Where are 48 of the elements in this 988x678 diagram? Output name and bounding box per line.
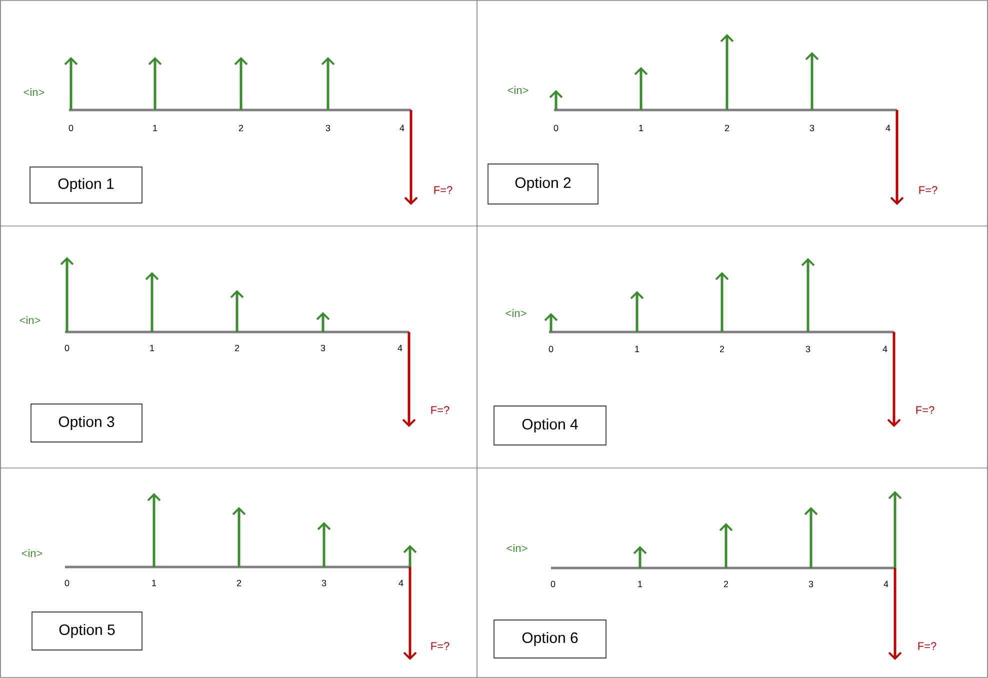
flow-label: <in> bbox=[20, 316, 40, 324]
tick-label: 4 bbox=[886, 124, 890, 132]
future-value-label: F=? bbox=[916, 406, 934, 414]
future-value-label: F=? bbox=[431, 406, 450, 414]
tick-label: 0 bbox=[68, 124, 74, 132]
flow-label: <in> bbox=[506, 309, 526, 317]
tick-label: 3 bbox=[322, 580, 326, 586]
tick-label: 2 bbox=[236, 580, 242, 586]
flow-label: <in> bbox=[24, 88, 44, 96]
tick-label: 4 bbox=[884, 580, 888, 588]
tick-label: 3 bbox=[808, 580, 814, 588]
option-box: Option 4 bbox=[494, 406, 606, 446]
future-value-label: F=? bbox=[919, 186, 938, 194]
option-box: Option 2 bbox=[488, 164, 598, 204]
tick-label: 3 bbox=[806, 346, 810, 352]
tick-label: 1 bbox=[638, 580, 642, 588]
tick-label: 0 bbox=[64, 580, 70, 586]
tick-label: 3 bbox=[810, 124, 814, 132]
tick-label: 3 bbox=[326, 124, 330, 132]
tick-label: 3 bbox=[320, 344, 326, 352]
tick-label: 1 bbox=[153, 124, 158, 132]
tick-label: 4 bbox=[398, 580, 404, 586]
tick-label: 4 bbox=[400, 124, 404, 132]
future-value-label: F=? bbox=[918, 642, 936, 650]
tick-label: 2 bbox=[724, 124, 730, 132]
future-value-label: F=? bbox=[431, 642, 450, 650]
tick-label: 0 bbox=[64, 344, 70, 352]
future-value-label: F=? bbox=[434, 186, 452, 194]
tick-label: 0 bbox=[554, 124, 558, 132]
tick-label: 1 bbox=[639, 124, 644, 132]
tick-label: 0 bbox=[550, 580, 556, 588]
tick-label: 1 bbox=[152, 580, 156, 586]
option-box: Option 1 bbox=[30, 166, 142, 204]
option-box: Option 6 bbox=[494, 620, 606, 658]
tick-label: 0 bbox=[548, 346, 554, 352]
tick-label: 1 bbox=[150, 344, 154, 352]
flow-label: <in> bbox=[506, 544, 528, 552]
tick-label: 4 bbox=[882, 346, 888, 352]
option-box: Option 5 bbox=[32, 612, 142, 650]
option-box: Option 3 bbox=[30, 404, 142, 442]
tick-label: 4 bbox=[398, 344, 402, 352]
tick-label: 2 bbox=[234, 344, 240, 352]
flow-label: <in> bbox=[508, 86, 528, 94]
tick-label: 2 bbox=[724, 580, 728, 588]
tick-label: 2 bbox=[720, 346, 724, 352]
tick-label: 1 bbox=[635, 346, 640, 352]
tick-label: 2 bbox=[238, 124, 244, 132]
flow-label: <in> bbox=[22, 549, 42, 557]
